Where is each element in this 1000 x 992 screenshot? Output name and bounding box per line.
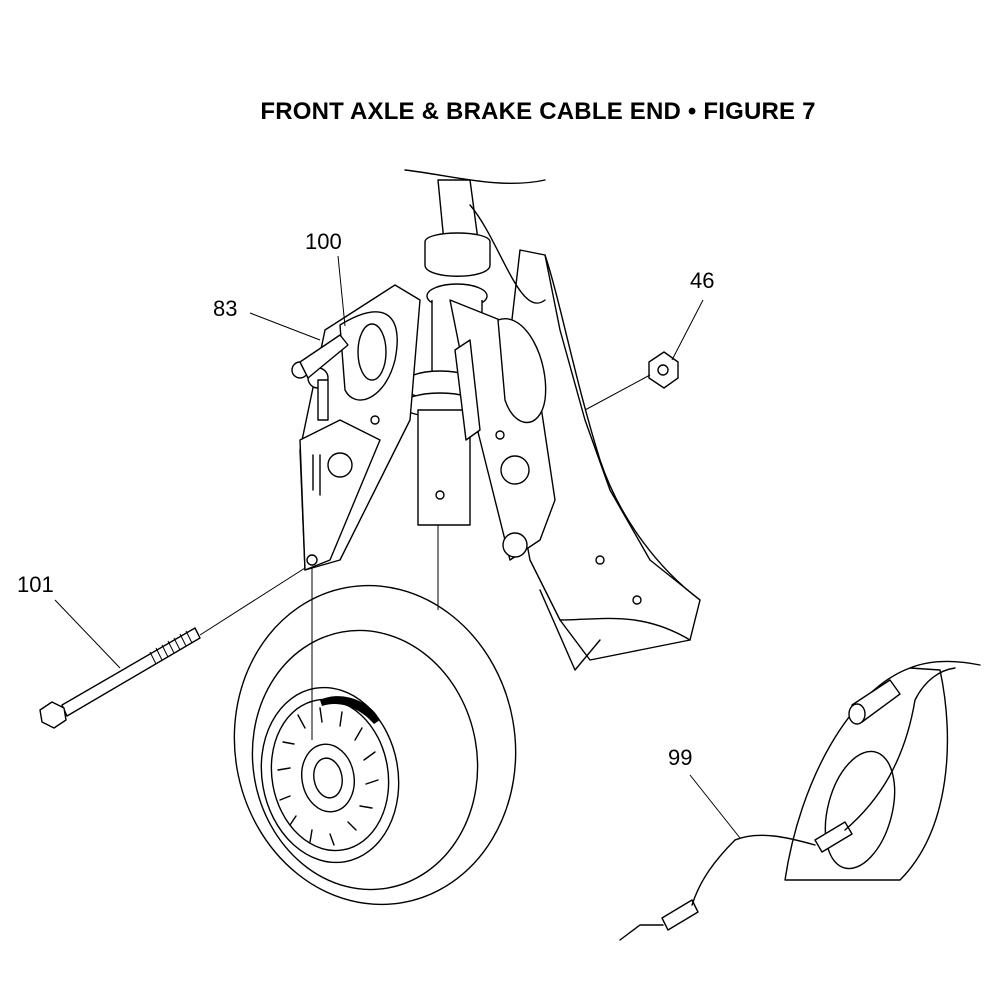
brake-cable-end-99 (619, 660, 981, 941)
callout-99: 99 (668, 745, 693, 770)
right-bracket (449, 299, 556, 561)
callout-101: 101 (17, 572, 54, 597)
axle-bolt-101 (39, 627, 201, 729)
figure-title: FRONT AXLE & BRAKE CABLE END • FIGURE 7 (260, 98, 816, 125)
nut-46 (648, 351, 679, 389)
leader-lines (54, 255, 741, 839)
callout-83: 83 (213, 296, 238, 321)
left-bracket (291, 284, 421, 571)
front-wheel (233, 584, 517, 906)
callout-46: 46 (690, 268, 715, 293)
callout-100: 100 (305, 229, 342, 254)
